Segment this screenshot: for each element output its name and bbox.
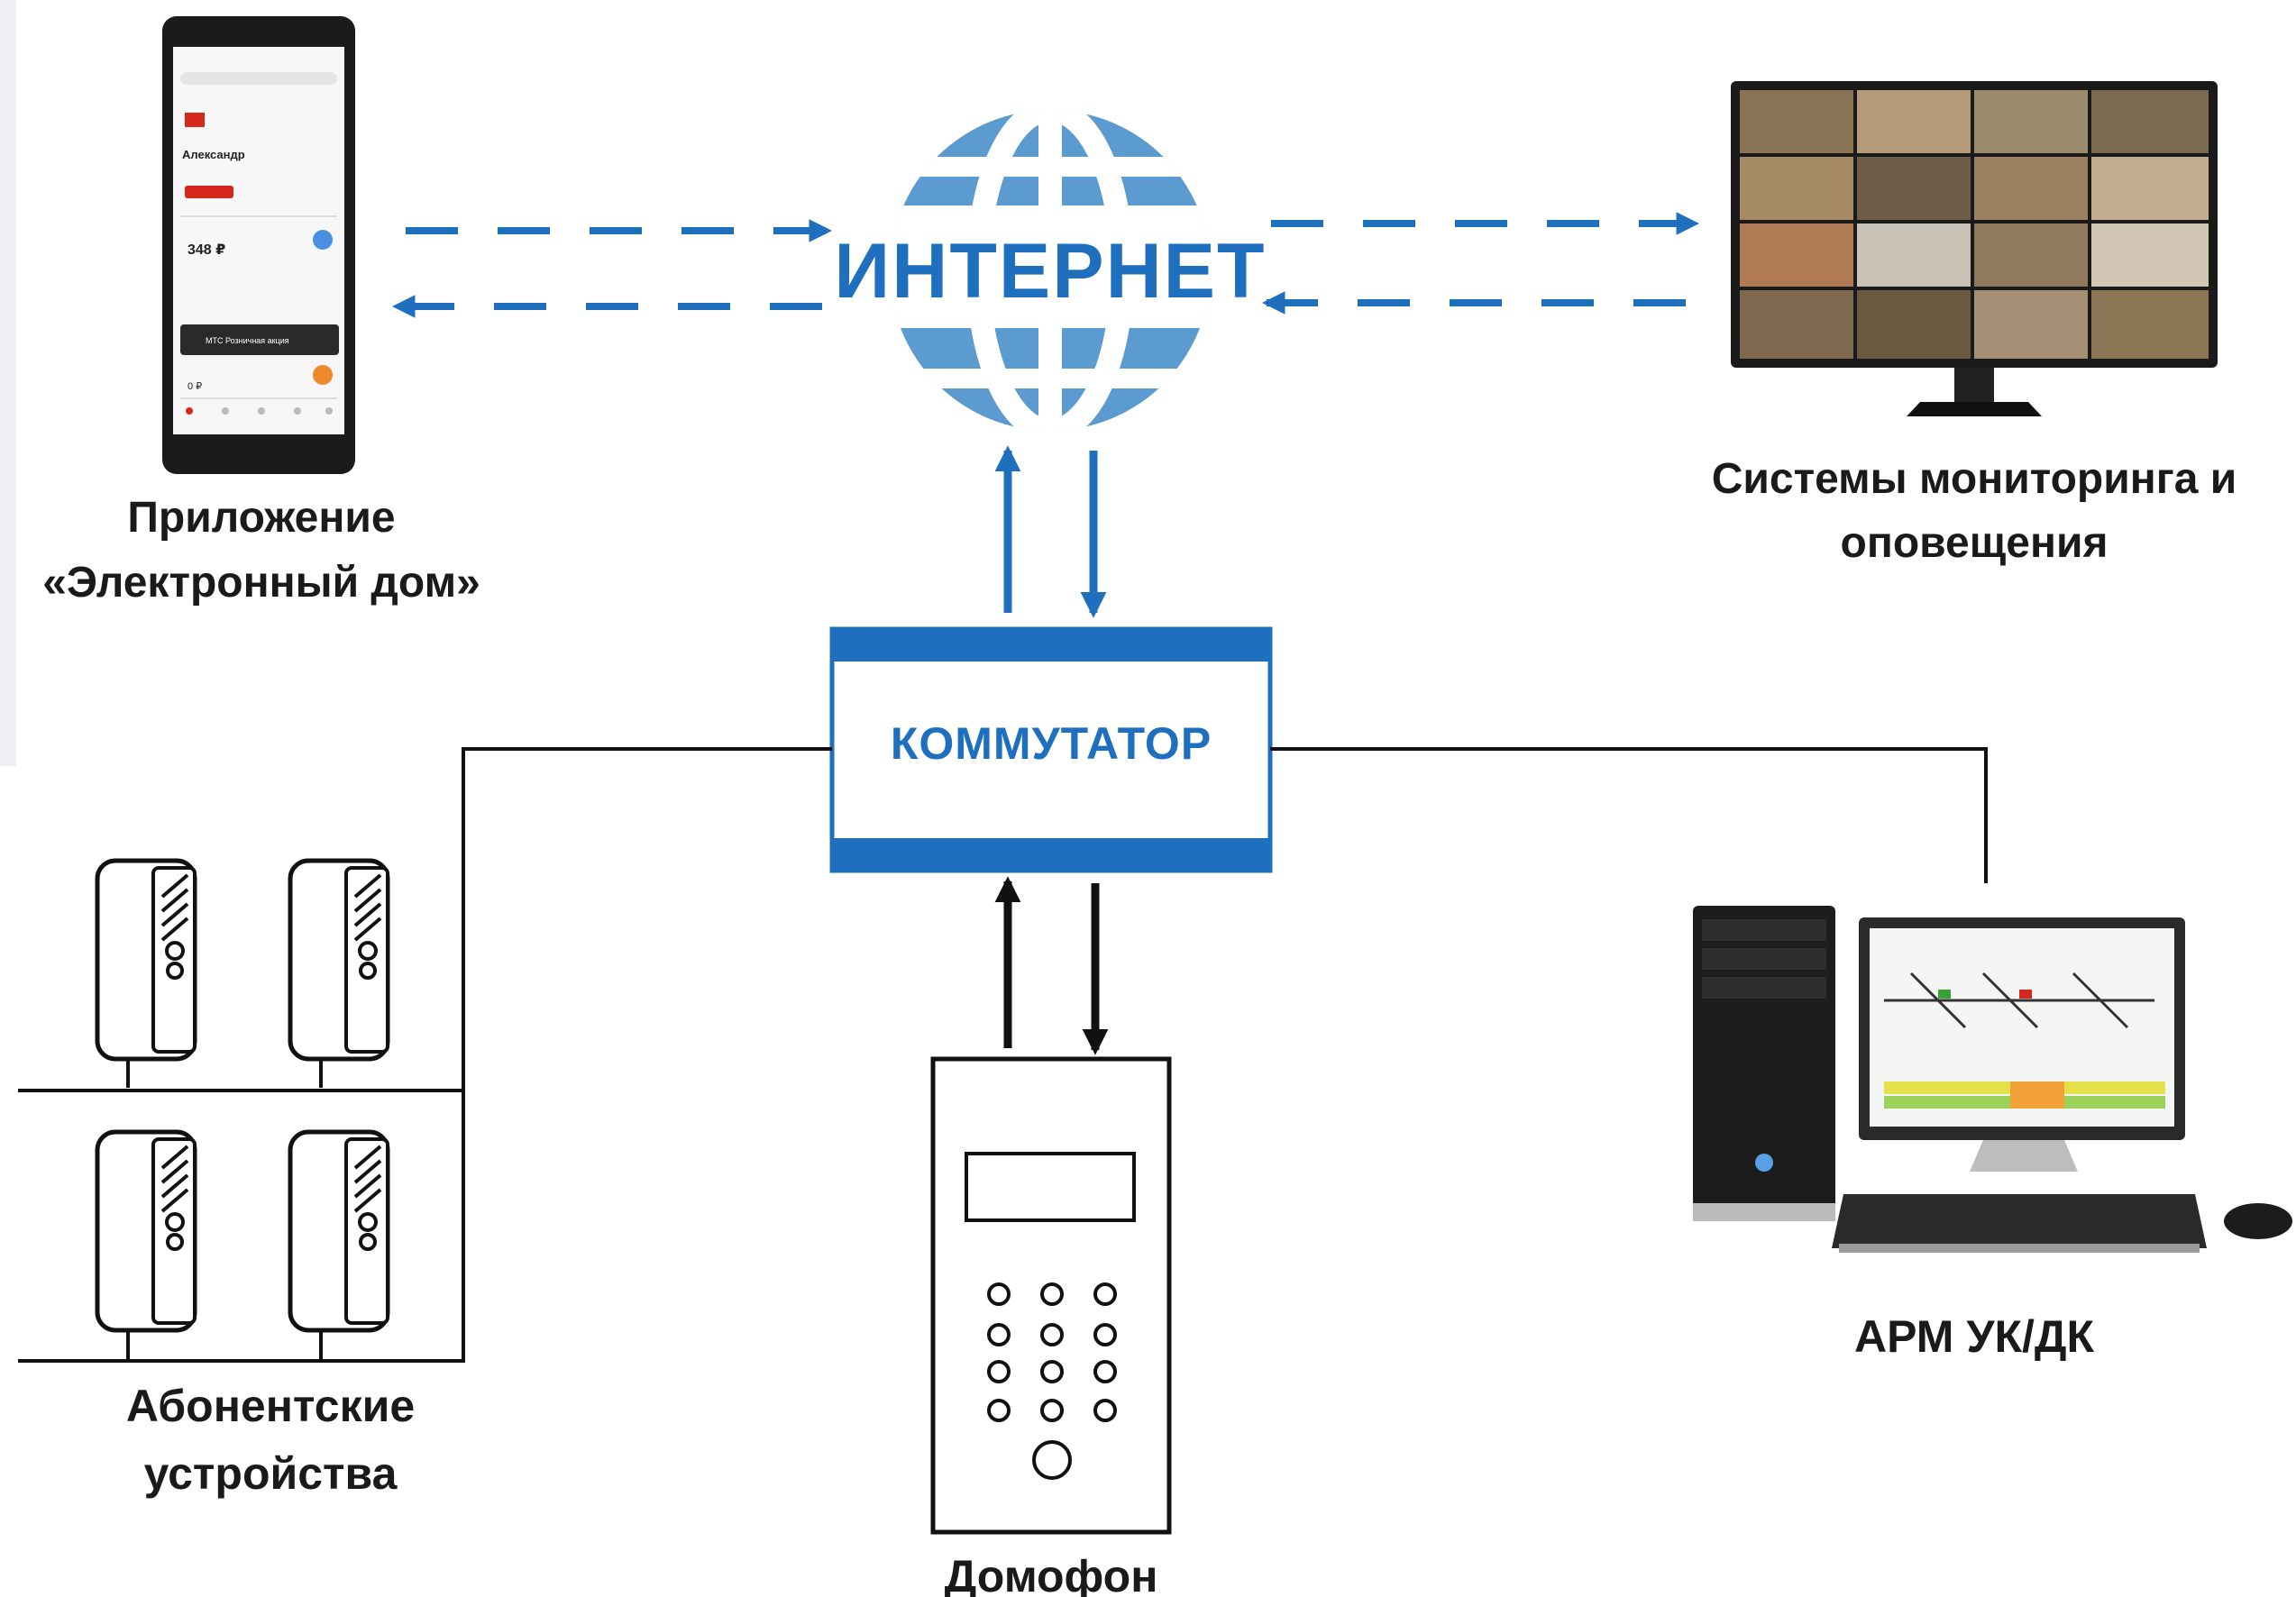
switch-box bbox=[829, 626, 1273, 873]
intercom-handset-icon bbox=[97, 1132, 195, 1359]
intercom-handset-icon bbox=[97, 861, 195, 1088]
internet-label: ИНТЕРНЕТ bbox=[834, 228, 1266, 315]
caption-subscriber-line1: Абонентские bbox=[126, 1381, 415, 1431]
intercom-handset-icon bbox=[290, 1132, 388, 1359]
globe-icon bbox=[890, 110, 1211, 431]
wire-switch-to-workstation bbox=[1270, 747, 1988, 883]
smartphone-icon bbox=[162, 16, 355, 474]
wire-switch-to-subscribers bbox=[18, 747, 832, 1363]
desktop-pc-icon bbox=[1693, 906, 2292, 1253]
intercom-handset-icon bbox=[290, 861, 388, 1088]
caption-monitoring-line1: Системы мониторинга и bbox=[1712, 455, 2237, 503]
caption-app-line1: Приложение bbox=[127, 494, 395, 542]
caption-intercom: Домофон bbox=[945, 1551, 1158, 1597]
caption-monitoring-line2: оповещения bbox=[1841, 519, 2108, 567]
left-edge-tint bbox=[0, 0, 16, 766]
phone-user-name: Александр bbox=[182, 148, 245, 161]
phone-promo: МТС Розничная акция bbox=[206, 336, 289, 345]
switch-label: КОММУТАТОР bbox=[891, 718, 1212, 769]
phone-balance: 348 ₽ bbox=[188, 242, 225, 258]
video-wall-monitor-icon bbox=[1731, 81, 2218, 416]
caption-subscriber-line2: устройства bbox=[144, 1448, 398, 1499]
caption-app-line2: «Электронный дом» bbox=[42, 559, 480, 607]
caption-workstation: АРМ УК/ДК bbox=[1854, 1311, 2094, 1362]
phone-bottom-value: 0 ₽ bbox=[188, 381, 202, 392]
door-intercom-panel-icon bbox=[930, 1056, 1172, 1535]
